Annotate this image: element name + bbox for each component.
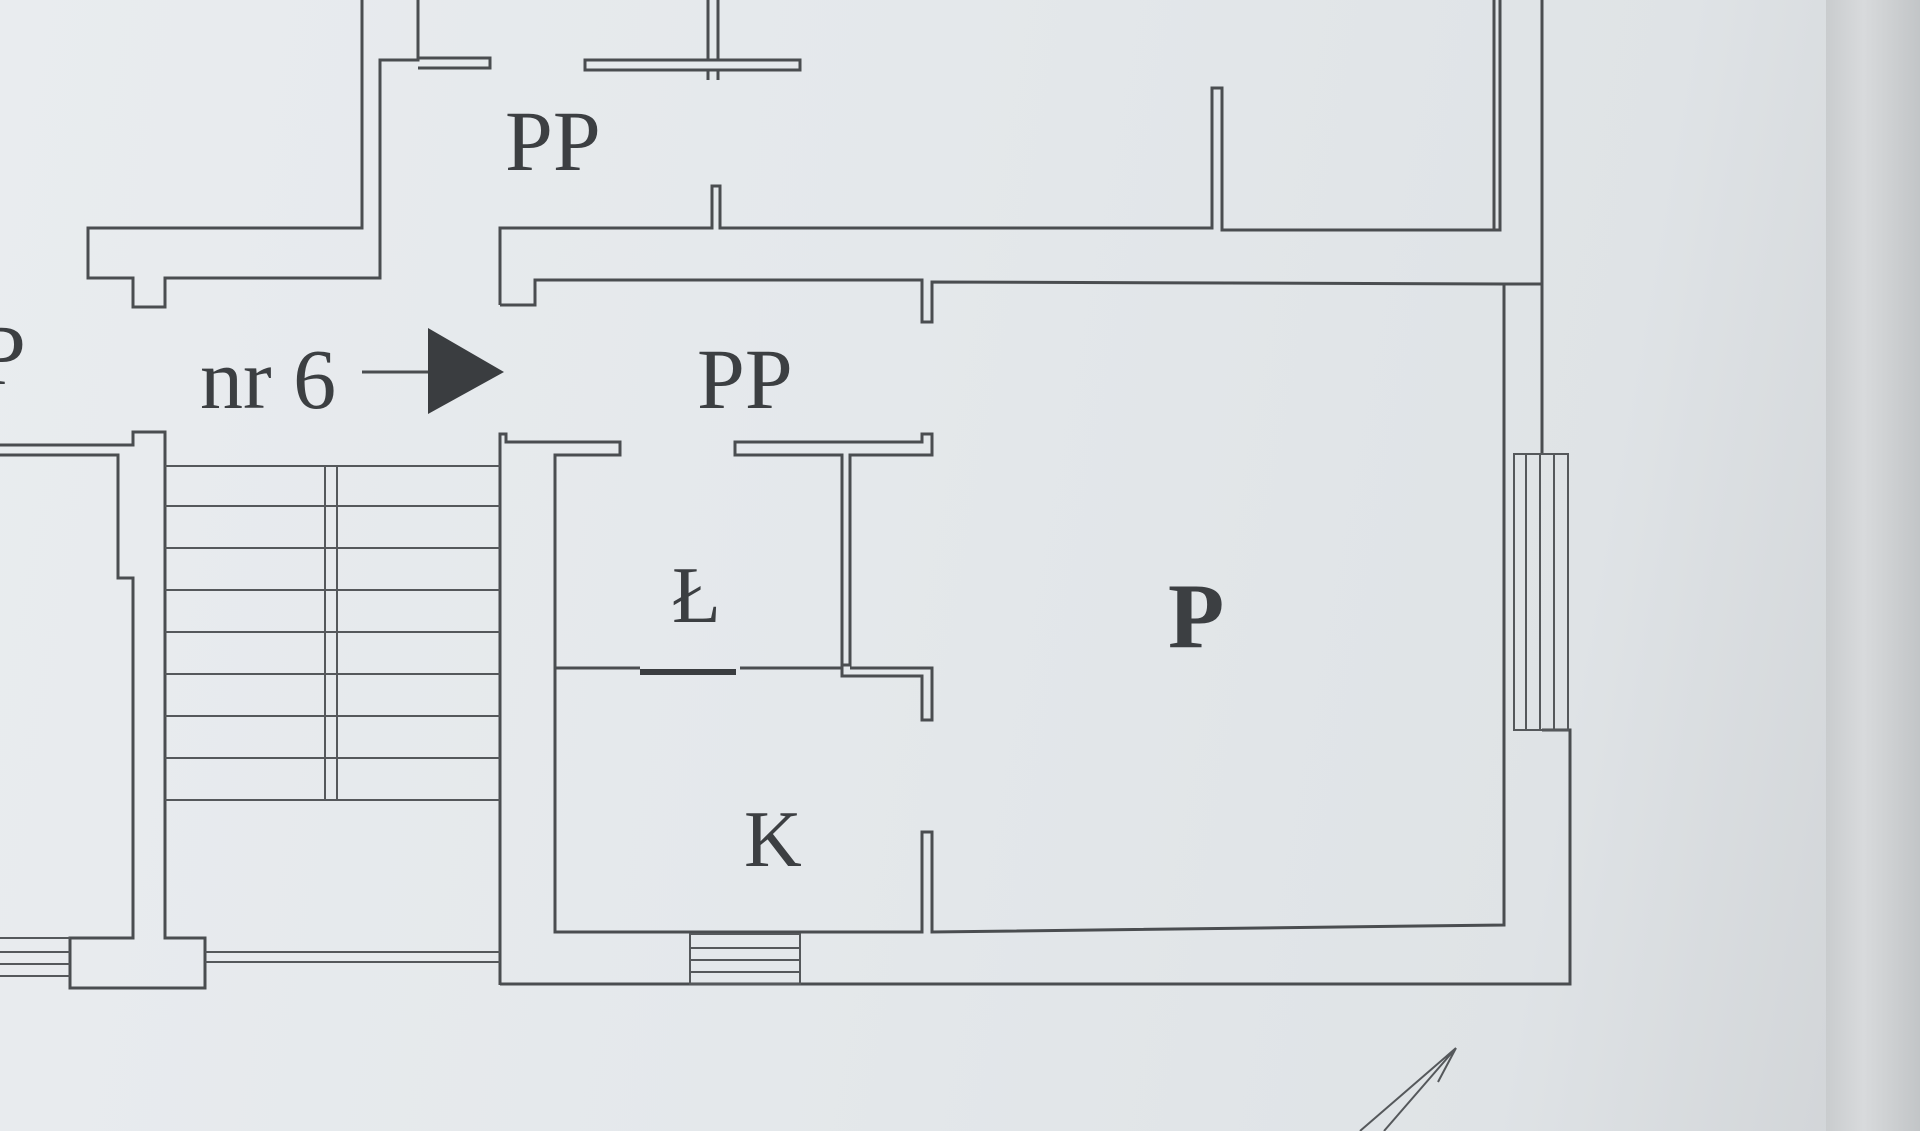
left-room-label: P [0, 307, 26, 403]
right-window [1513, 453, 1569, 731]
hall-label: PP [697, 331, 793, 427]
bathroom-label: Ł [672, 552, 721, 640]
upper-room-wall [498, 0, 1502, 305]
page-edge [1826, 0, 1920, 1131]
bath-top-wall [733, 432, 934, 667]
left-window [0, 937, 70, 977]
upper-partition-stub [706, 0, 720, 80]
bath-kitchen-wall [555, 666, 934, 722]
kitchen-window [689, 933, 801, 985]
upper-left-inner-wall [416, 0, 492, 70]
north-arrow-icon [1359, 1047, 1457, 1131]
upper-left-wall [86, 0, 420, 309]
corridor-label-top: PP [505, 93, 601, 189]
outer-right-lower-wall [500, 728, 1572, 986]
room-label: P [1168, 565, 1225, 667]
entrance-label: nr 6 [200, 331, 337, 427]
upper-door-jamb [583, 58, 802, 72]
upper-room-outer-wall [498, 278, 1506, 985]
entrance-arrow-icon [428, 328, 504, 414]
kitchen-label: K [744, 796, 802, 884]
stair-steps [165, 465, 500, 801]
stairwell-window [205, 951, 500, 963]
outer-right-wall [1492, 0, 1544, 454]
stairwell-left-wall [0, 430, 207, 990]
